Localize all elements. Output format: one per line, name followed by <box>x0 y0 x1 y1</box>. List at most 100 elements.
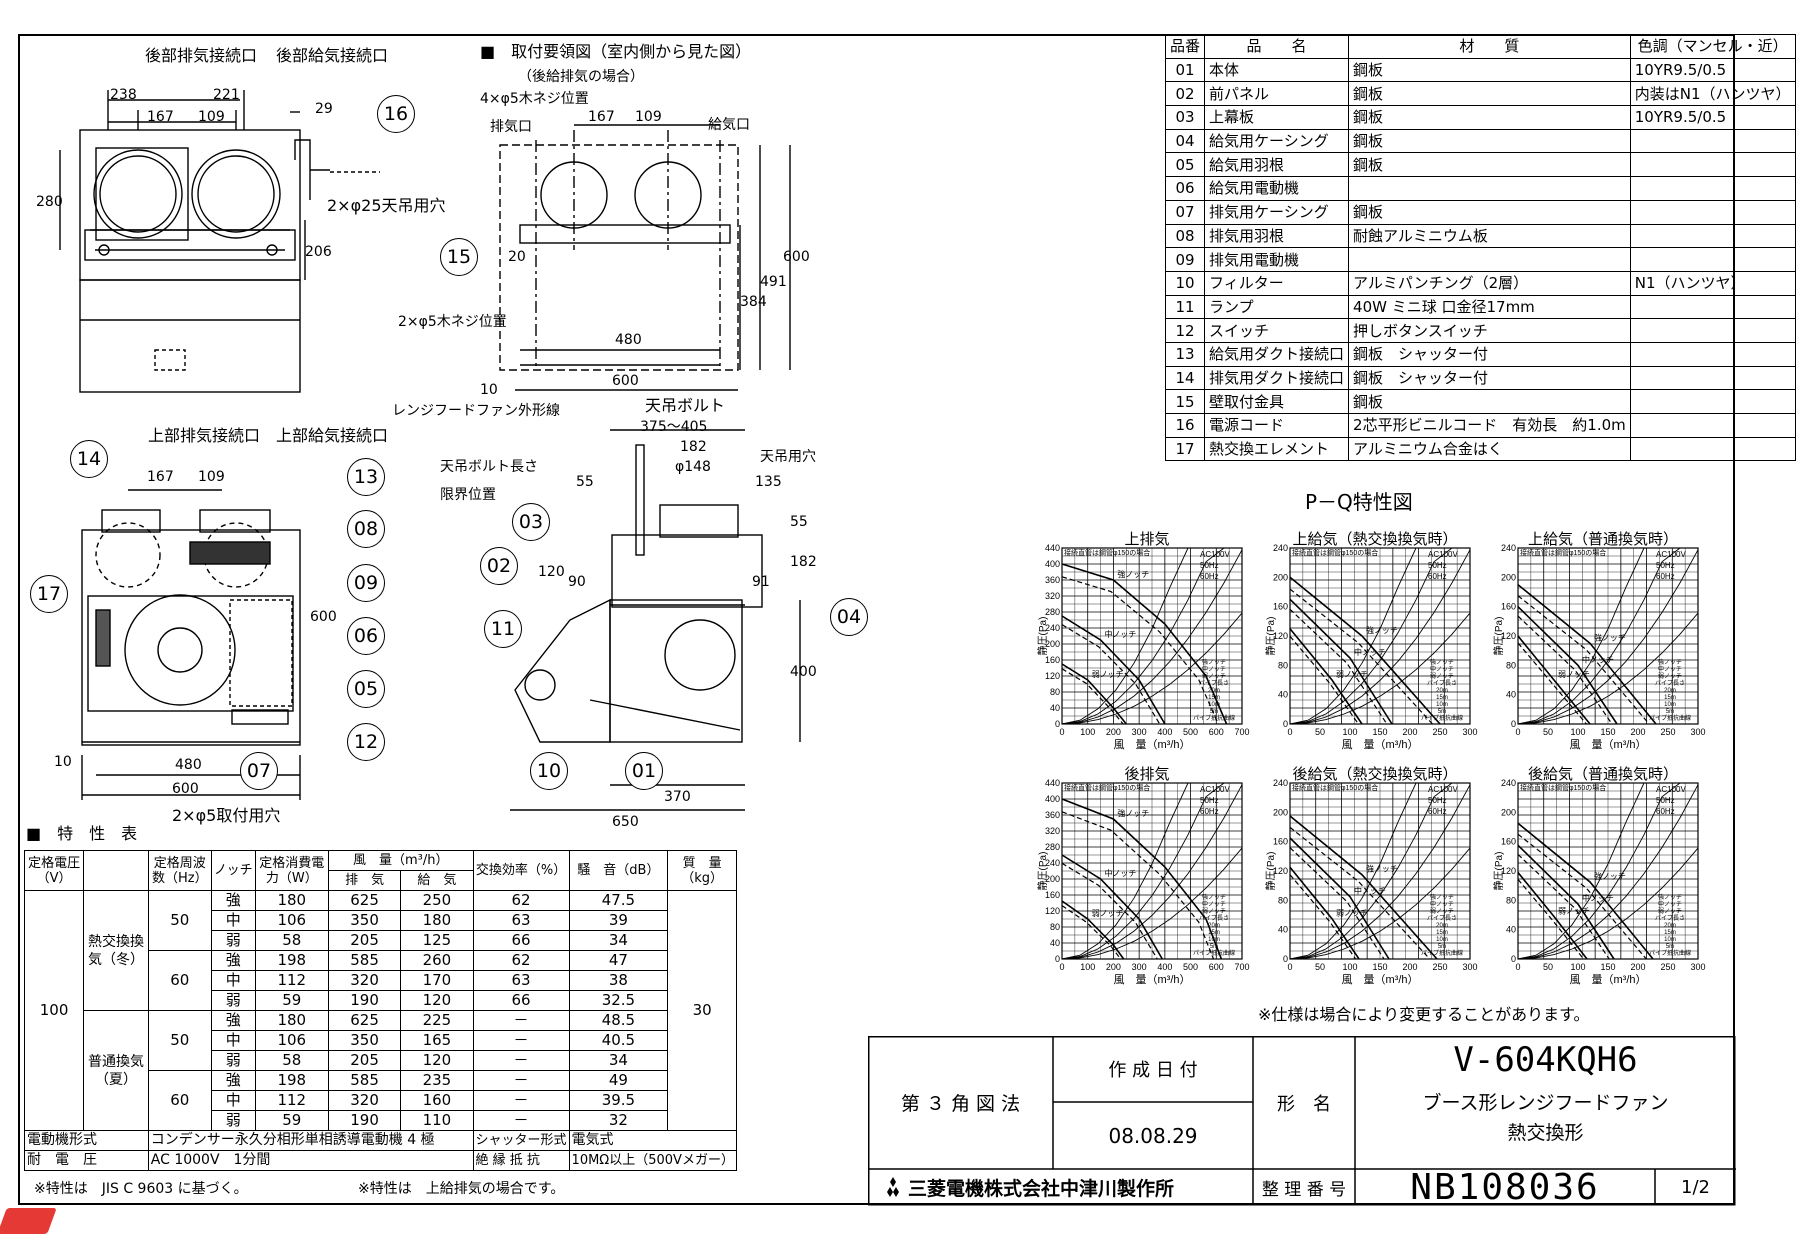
insulation-label: 絶 縁 抵 抗 <box>472 1150 570 1171</box>
series-line-50hz <box>1061 615 1166 725</box>
exchange-efficiency: － <box>472 1050 570 1071</box>
power-w: 106 <box>254 910 329 931</box>
part-name: 給気用電動機 <box>1204 176 1350 201</box>
dim-phi148: φ148 <box>675 459 711 475</box>
annotation-label: パイプ長さ <box>1655 680 1685 687</box>
dim-109: 109 <box>198 109 225 125</box>
part-material <box>1348 176 1631 201</box>
y-tick-label: 200 <box>1501 807 1516 817</box>
callout-09: 09 <box>347 564 385 602</box>
noise-db: 39.5 <box>568 1090 669 1111</box>
pq-chart-title: 上排気 <box>1124 530 1170 548</box>
legend-entry: 50Hz <box>1656 796 1675 805</box>
pipe-resistance-curve <box>1517 612 1699 725</box>
y-tick-label: 80 <box>1278 895 1288 905</box>
y-tick-label: 200 <box>1045 874 1060 884</box>
pq-chart-title: 上給気（普通換気時） <box>1527 530 1678 548</box>
y-tick-label: 80 <box>1506 895 1516 905</box>
x-tick-label: 600 <box>1209 727 1224 737</box>
part-color <box>1629 199 1796 225</box>
x-tick-label: 150 <box>1372 727 1387 737</box>
limit-pos-label: 限界位置 <box>440 487 496 503</box>
x-tick-label: 0 <box>1287 727 1292 737</box>
dim-20: 20 <box>508 249 526 265</box>
part-name: 本体 <box>1204 57 1350 83</box>
exchange-efficiency: 66 <box>472 990 570 1011</box>
exchange-efficiency: 62 <box>472 890 570 911</box>
dim-600-h2: 600 <box>172 781 199 797</box>
series-label: 中ノッチ <box>1354 647 1386 657</box>
legend-entry: AC100V <box>1656 550 1686 559</box>
annotation-label: 強ノッチ <box>1430 658 1454 666</box>
annotation-label: パイプ抵抗曲線 <box>1193 714 1235 722</box>
parts-header-no: 品番 <box>1164 34 1206 59</box>
part-no: 04 <box>1164 128 1206 154</box>
supply-port-label: 給気口 <box>708 117 750 133</box>
callout-01: 01 <box>625 752 663 790</box>
power-w: 59 <box>254 990 329 1011</box>
part-name: 上幕板 <box>1204 105 1350 130</box>
dim-182b: 182 <box>790 554 817 570</box>
callout-05: 05 <box>347 670 385 708</box>
series-label: 中ノッチ <box>1354 886 1386 896</box>
annotation-label: 中ノッチ <box>1430 665 1454 673</box>
annotation-label: パイプ長さ <box>1655 915 1685 922</box>
x-tick-label: 100 <box>1342 727 1357 737</box>
part-color <box>1629 294 1796 320</box>
exhaust-airflow: 320 <box>327 1090 402 1111</box>
title-block: 第 ３ 角 図 法 作 成 日 付 08.08.29 形 名 V-604KQH6… <box>868 1036 1736 1208</box>
series-line-60hz <box>1061 811 1215 960</box>
x-axis-label: 風 量（m³/h） <box>1342 973 1419 986</box>
annotation-label: 15m <box>1436 930 1448 936</box>
pipe-resistance-curve <box>1061 784 1243 960</box>
legend-entry: 60Hz <box>1428 807 1447 816</box>
series-line-60hz <box>1289 847 1385 960</box>
y-tick-label: 360 <box>1045 810 1060 820</box>
part-name: 給気用ダクト接続口 <box>1204 341 1350 367</box>
part-color: N1（ハンツヤ） <box>1629 270 1796 296</box>
model-number: V-604KQH6 <box>1453 1040 1638 1080</box>
exchange-efficiency: － <box>472 1090 570 1111</box>
notch: 強 <box>210 1070 256 1091</box>
annotation-label: 強ノッチ <box>1202 893 1226 901</box>
x-tick-label: 100 <box>1570 727 1585 737</box>
spec-h-voltage: 定格電圧（V） <box>23 850 85 891</box>
noise-db: 34 <box>568 1050 669 1071</box>
part-name: 熱交換エレメント <box>1204 436 1350 462</box>
legend-entry: 50Hz <box>1200 796 1219 805</box>
frequency: 50 <box>147 890 212 951</box>
model-desc-1: ブース形レンジフードファン <box>1422 1091 1669 1114</box>
dim-600-v: 600 <box>783 249 810 265</box>
part-no: 12 <box>1164 318 1206 343</box>
annotation-label: パイプ長さ <box>1427 915 1457 922</box>
date-label: 作 成 日 付 <box>1108 1060 1198 1081</box>
dim-167b: 167 <box>588 109 615 125</box>
chart-note: 接続直管は鋼管φ150の場合 <box>1292 548 1378 557</box>
annotation-label: 弱ノッチ <box>1202 673 1226 680</box>
x-tick-label: 400 <box>1157 962 1172 972</box>
supply-airflow: 110 <box>400 1110 474 1131</box>
pq-chart-title: 後給気（熱交換換気時） <box>1292 765 1458 783</box>
spec-title: ■ 特 性 表 <box>26 824 138 843</box>
series-line-60hz <box>1517 642 1587 725</box>
part-material: アルミニウム合金はく <box>1348 436 1631 462</box>
spec-h-freq: 定格周波数（Hz） <box>147 850 212 891</box>
series-line-50hz <box>1061 563 1228 725</box>
series-label: 強ノッチ <box>1594 632 1626 642</box>
supply-airflow: 260 <box>400 950 474 971</box>
part-name: ランプ <box>1204 294 1350 320</box>
annotation-label: 20m <box>1208 688 1220 694</box>
x-tick-label: 300 <box>1690 727 1705 737</box>
part-no: 15 <box>1164 389 1206 414</box>
pq-chart-title: 後排気 <box>1124 765 1170 783</box>
y-tick-label: 200 <box>1273 807 1288 817</box>
supply-airflow: 225 <box>400 1010 474 1031</box>
